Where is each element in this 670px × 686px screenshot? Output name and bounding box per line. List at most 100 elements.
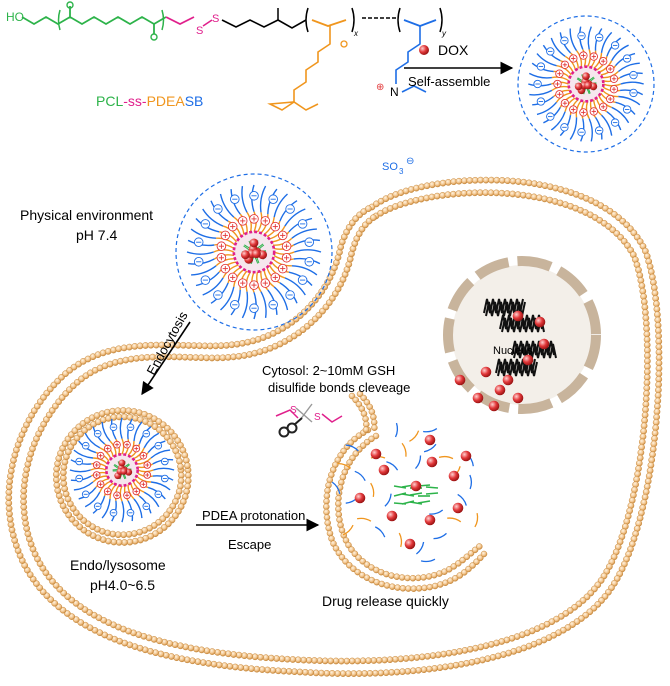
vesicle-flap-inner-bead [356, 390, 364, 398]
vesicle-flap-outer-bead [362, 415, 369, 423]
sb-arm [241, 291, 249, 319]
sb-arm [529, 89, 553, 96]
pcl-oxygen-1 [66, 1, 74, 9]
polymer-name: PCL-ss-PDEASB [96, 93, 203, 109]
released-polymer-fragments [331, 422, 479, 563]
vesicle-flap-inner-bead [370, 419, 378, 426]
name-ss: -ss- [123, 93, 147, 109]
escape-vesicle-inner-bead [420, 574, 427, 581]
polymer-fragment [420, 558, 436, 563]
dna-helix [483, 298, 526, 317]
dox-molecule [584, 81, 592, 90]
dox-molecule [574, 82, 583, 91]
dox-molecule [240, 250, 250, 260]
escape-vesicle-inner-bead [445, 566, 453, 573]
outer-leaflet-bead [194, 658, 202, 666]
escape-vesicle-outer-bead [480, 550, 488, 558]
sb-arm [143, 491, 160, 508]
escape-vesicle-outer-bead [354, 568, 361, 576]
escape-vesicle-inner-bead [335, 500, 342, 507]
escape-vesicle-outer-bead [426, 583, 434, 591]
polymer-fragment [469, 474, 473, 490]
sb-arm [611, 44, 629, 61]
escape-vesicle-inner-bead [476, 543, 483, 550]
vesicle-flap-outer-bead [348, 392, 356, 400]
sb-arm [600, 114, 613, 136]
sb-arm [550, 37, 566, 57]
escape-vesicle-inner-bead [351, 550, 359, 558]
sb-arm [219, 193, 235, 218]
endosome-inner-bead [177, 463, 184, 470]
pcl-fragment [425, 492, 439, 495]
polymer-fragment [370, 482, 375, 497]
polymer-fragment [447, 517, 462, 523]
pdea-arm [92, 475, 108, 483]
polymer-fragment [429, 509, 444, 515]
micelle-physical-environment [175, 173, 333, 331]
escape-vesicle-outer-bead [355, 432, 363, 439]
disulfide-cleavage: S S [275, 403, 343, 438]
escape-vesicle-outer-bead [351, 435, 358, 443]
polymer-fragment [433, 532, 447, 540]
free-dox [424, 434, 436, 446]
free-dox-molecules [354, 366, 524, 550]
dox-molecule [118, 459, 126, 467]
ss-bond [202, 19, 213, 27]
escape-vesicle-inner-bead [363, 561, 371, 568]
dox-molecule [251, 249, 261, 259]
free-dox [512, 392, 524, 404]
escape-vesicle-inner-bead [398, 574, 406, 581]
free-dox [424, 514, 436, 526]
micelle-endo-lysosome [52, 407, 192, 546]
escape-vesicle-inner-bead [345, 541, 352, 549]
polymer-fragment [415, 541, 425, 555]
outer-leaflet-bead [115, 345, 123, 353]
dna-helix [511, 340, 557, 359]
cytosol-label: Cytosol: 2~10mM GSH [262, 363, 395, 378]
cleavage-label: disulfide bonds cleveage [268, 380, 410, 395]
name-sb: SB [185, 93, 204, 109]
sb-arm [588, 118, 593, 142]
sb-arm [121, 501, 125, 523]
vesicle-flap-outer-bead [352, 396, 359, 404]
intercalated-dox [502, 374, 514, 386]
escape-vesicle-inner-bead [363, 438, 371, 446]
sb-arm [569, 28, 578, 51]
polymer-fragment [423, 427, 438, 433]
escape-vesicle-outer-bead [410, 585, 417, 592]
scissors-icon [293, 417, 303, 426]
outer-leaflet-bead [650, 279, 657, 286]
escape-vesicle-outer-bead [346, 562, 353, 569]
escape-vesicle-inner-bead [352, 450, 360, 457]
sb-arm [220, 286, 235, 311]
sb-arm [536, 53, 557, 67]
inner-leaflet-bead [369, 214, 377, 222]
pdea-brackets [305, 7, 355, 33]
sulfonate-charge: ⊖ [406, 156, 414, 167]
escape-vesicle-inner-bead [455, 560, 462, 567]
sb-arm [528, 72, 552, 79]
escape-vesicle-inner-bead [335, 495, 342, 502]
escape-vesicle-inner-bead [368, 435, 375, 443]
micelle-boundary [517, 15, 655, 153]
sb-arm [101, 421, 111, 442]
escape-vesicle-inner-bead [388, 572, 395, 579]
escape-vesicle-outer-bead [456, 572, 464, 579]
name-pdea: PDEA [147, 93, 186, 109]
intercalated-dox [534, 316, 546, 328]
sb-arm [273, 193, 288, 218]
sb-arm [241, 185, 248, 213]
sb-arm [73, 449, 94, 459]
sb-arm [294, 249, 322, 253]
pdea-arm [137, 469, 154, 473]
sb-arm [84, 432, 101, 449]
sb-backbone [403, 19, 437, 27]
sb-arm [133, 498, 143, 519]
escape-vesicle-outer-bead [473, 558, 480, 566]
pdea-arm [90, 467, 107, 471]
escape-vesicle-inner-bead [372, 432, 380, 440]
free-dox [370, 448, 382, 460]
physical-ph-label: pH 7.4 [76, 227, 117, 243]
sb-arm [617, 62, 640, 73]
